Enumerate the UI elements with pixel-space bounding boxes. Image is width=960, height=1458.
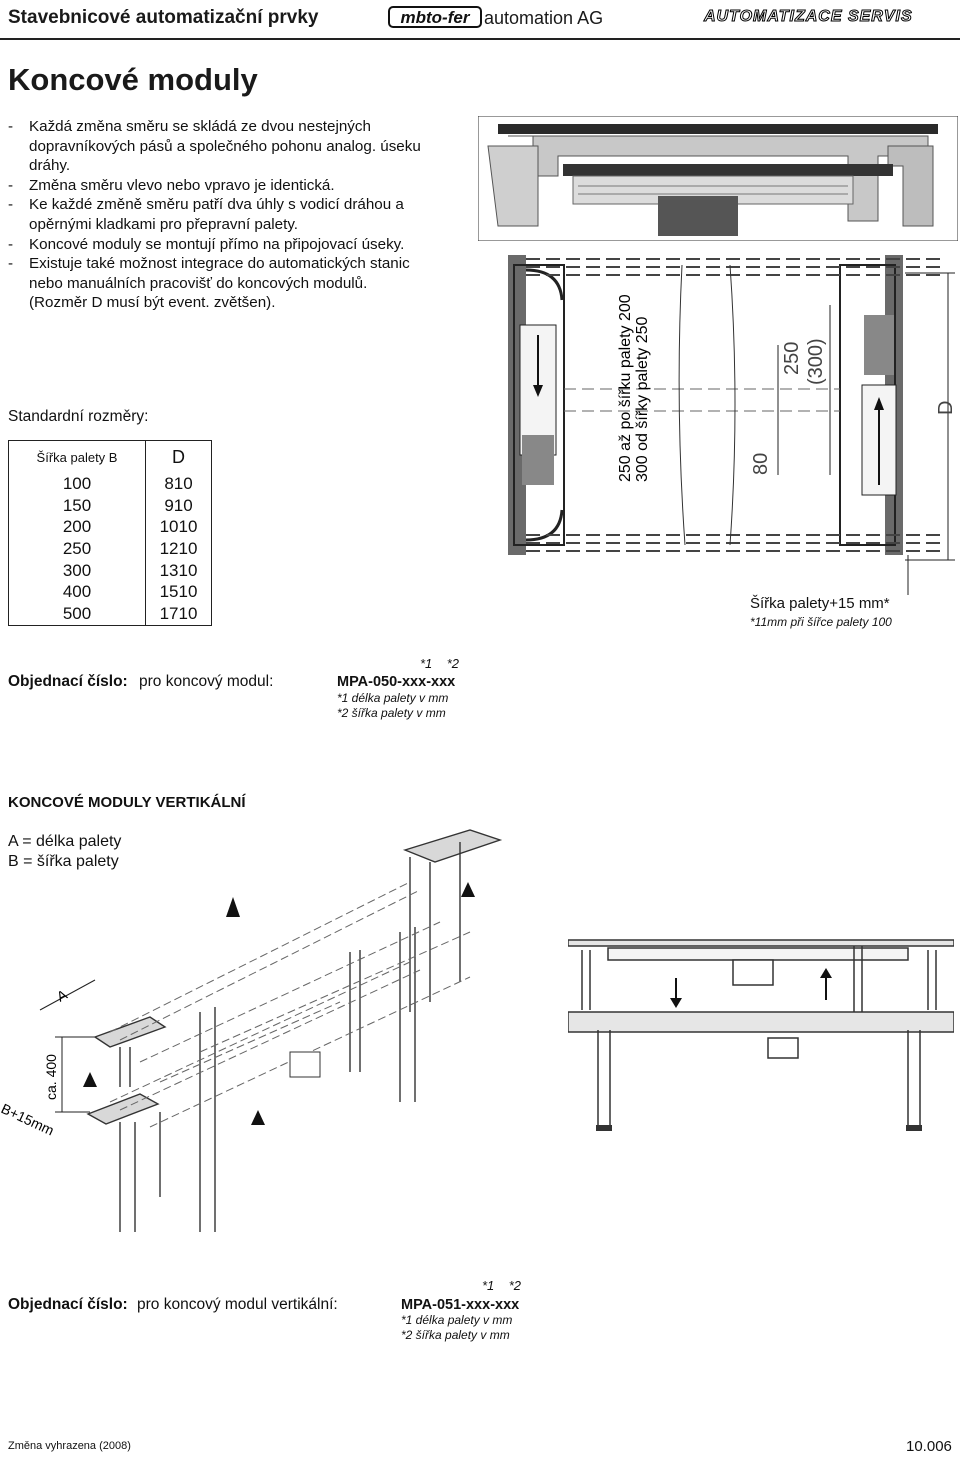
isometric-drawing: A ca. 400 B+15mm [0, 829, 503, 1232]
header-company: automation AG [484, 8, 604, 28]
table-header-b: Šířka palety B [8, 440, 146, 473]
dim-250-label: 250 [781, 342, 803, 375]
cell-d: 1010 [159, 517, 198, 537]
order2-note1: *1 délka palety v mm [401, 1313, 513, 1327]
cell-d: 910 [164, 495, 193, 515]
cell-d: 1510 [159, 582, 198, 602]
table-row: 200 1010 [8, 516, 212, 539]
table-row: 400 1510 [8, 581, 212, 604]
cell-d: 1210 [159, 538, 198, 558]
top-view-drawing: 250 až po šířku palety 200 300 od šířky … [508, 255, 957, 595]
table-row: 150 910 [8, 494, 212, 517]
cell-d: 1710 [159, 603, 198, 623]
bullet-item: Každá změna směru se skládá ze dvou nest… [8, 117, 428, 176]
order2-code: MPA-051-xxx-xxx [401, 1297, 520, 1313]
module-photo [478, 116, 958, 241]
standard-dims-table: Šířka palety B D 100 810 150 910 200 1010 2… [8, 440, 212, 626]
iso-b-label: B+15mm [0, 1100, 57, 1138]
section-title: KONCOVÉ MODULY VERTIKÁLNÍ [8, 794, 246, 811]
table-row: 300 1310 [8, 559, 212, 582]
table-row: 500 1710 [8, 603, 212, 626]
def-b: B = šířka palety [8, 853, 119, 870]
page-number: 10.006 [906, 1438, 952, 1455]
order1-note1: *1 délka palety v mm [337, 691, 449, 705]
cell-b: 200 [8, 516, 146, 539]
header-brand: AUTOMATIZACE SERVIS [704, 8, 913, 26]
cell-b: 100 [8, 473, 146, 495]
page-title: Koncové moduly [8, 62, 258, 97]
bullet-item: Ke každé změně směru patří dva úhly s vo… [8, 195, 428, 234]
vertical-note-2: 300 od šířky palety 250 [634, 316, 651, 482]
order1-text: pro koncový modul: [139, 673, 274, 690]
cell-b: 300 [8, 559, 146, 582]
dim-80-label: 80 [750, 453, 772, 475]
header-left-title: Stavebnicové automatizační prvky [8, 7, 319, 28]
width-label: Šířka palety+15 mm* [750, 595, 890, 612]
bullet-item: Změna směru vlevo nebo vpravo je identic… [8, 176, 428, 196]
company-logo: mbto-fer [388, 6, 482, 28]
side-view-drawing [568, 939, 954, 1131]
order1-code: MPA-050-xxx-xxx [337, 674, 456, 690]
vertical-note-1: 250 až po šířku palety 200 [617, 294, 634, 482]
iso-ca-label: ca. 400 [43, 1054, 59, 1100]
table-row: 100 810 [8, 473, 212, 495]
bullet-item: Koncové moduly se montují přímo na připo… [8, 235, 428, 255]
cell-b: 250 [8, 538, 146, 560]
table-row: 250 1210 [8, 538, 212, 560]
definitions: A = délka palety B = šířka palety [8, 832, 121, 872]
cell-d: 1310 [159, 560, 198, 580]
order2-note2: *2 šířka palety v mm [401, 1328, 510, 1342]
footer-left: Změna vyhrazena (2008) [8, 1440, 131, 1452]
order2-text: pro koncový modul vertikální: [137, 1296, 338, 1313]
logo-text: mbto-fer [401, 8, 471, 27]
cell-b: 150 [8, 494, 146, 517]
header-rule [0, 38, 960, 40]
order1-note2: *2 šířka palety v mm [337, 706, 446, 720]
cell-b: 500 [8, 603, 146, 626]
order1-marks: *1 *2 [420, 656, 460, 671]
table-header-d: D [172, 446, 185, 467]
order2-label: Objednací číslo: [8, 1296, 128, 1313]
order2-marks: *1 *2 [482, 1278, 522, 1293]
dim-300-label: (300) [805, 338, 827, 385]
order1-label: Objednací číslo: [8, 673, 128, 690]
cell-d: 810 [164, 473, 193, 493]
width-note: *11mm při šířce palety 100 [750, 615, 892, 629]
bullet-list: Každá změna směru se skládá ze dvou nest… [8, 117, 428, 313]
def-a: A = délka palety [8, 833, 122, 850]
dim-d-label: D [935, 401, 957, 415]
bullet-item: Existuje také možnost integrace do autom… [8, 254, 428, 313]
cell-b: 400 [8, 581, 146, 604]
standard-dims-label: Standardní rozměry: [8, 408, 149, 425]
